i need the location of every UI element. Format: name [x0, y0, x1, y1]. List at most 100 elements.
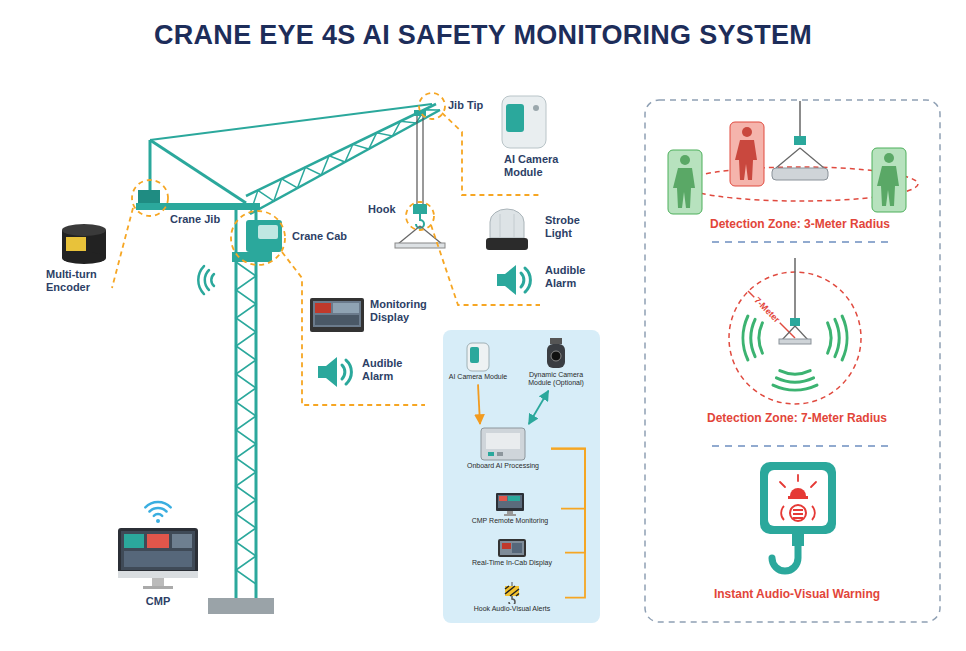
camera-icon	[502, 96, 546, 148]
tower-crane	[150, 140, 246, 203]
node-icon	[486, 433, 520, 449]
warning-hook-icon	[780, 475, 816, 487]
node-icon	[502, 543, 511, 549]
node-icon	[503, 582, 521, 604]
node-icon	[508, 496, 520, 501]
node-icon	[504, 514, 516, 516]
callout-label: AI Camera Module	[504, 153, 572, 178]
node-icon	[545, 338, 567, 370]
camera-icon	[533, 105, 539, 111]
node-icon	[503, 582, 521, 604]
alarm-icon	[346, 360, 351, 384]
display-icon	[313, 301, 361, 327]
alarm-icon	[525, 268, 530, 292]
node-icon	[480, 427, 526, 461]
callout-lines	[112, 93, 540, 405]
computer-icon	[143, 586, 173, 589]
zone-circle	[729, 258, 861, 404]
node-icon	[500, 541, 524, 555]
node-label: AI Camera Module	[449, 373, 507, 381]
tower-crane	[416, 116, 417, 205]
callout-label: CMP	[146, 595, 170, 608]
zone-circle	[795, 326, 808, 340]
warning-hook-icon	[790, 488, 806, 496]
warning-hook-icon	[768, 470, 828, 526]
encoder-icon	[66, 237, 86, 251]
person-safe	[673, 168, 695, 208]
node-icon	[488, 452, 494, 456]
computer-icon	[172, 534, 192, 548]
separator	[712, 241, 888, 243]
zone-circle	[748, 291, 795, 338]
person-safe	[872, 148, 906, 212]
encoder-icon	[62, 252, 106, 264]
output-item: CMP Remote Monitoring	[462, 490, 558, 527]
callout-lines	[132, 180, 168, 216]
alarm-icon	[521, 273, 524, 287]
display-icon	[310, 298, 364, 332]
alarm-icon	[497, 265, 516, 295]
sensor-arc	[759, 323, 762, 353]
node-icon	[512, 543, 522, 553]
computer-icon	[121, 531, 195, 570]
encoder-icon	[62, 224, 106, 264]
wifi-icon	[154, 514, 162, 516]
node-icon	[497, 452, 503, 456]
callout-label: Jib Tip	[448, 99, 483, 112]
node-icon	[467, 343, 489, 371]
computer-icon	[152, 578, 164, 586]
hook-load	[772, 101, 828, 180]
callout-label: Multi-turn Encoder	[46, 268, 110, 293]
sensor-arc	[773, 385, 817, 390]
zone-panel	[645, 100, 940, 622]
node-icon	[551, 351, 561, 361]
callout-lines	[112, 208, 133, 288]
connector-arrow	[551, 449, 585, 553]
output-item: Hook Audio-Visual Alerts	[462, 580, 562, 615]
computer-icon	[124, 551, 192, 567]
alarm-icon	[318, 357, 351, 387]
person-safe	[877, 166, 899, 206]
warning-hook-icon	[793, 509, 803, 511]
callout-label: Audible Alarm	[362, 357, 414, 382]
tower-crane	[136, 203, 260, 210]
node-icon	[507, 511, 513, 514]
node-icon	[499, 496, 507, 501]
signal-arcs	[211, 274, 214, 286]
camera-module: Dynamic Camera Module (Optional)	[518, 336, 594, 390]
callout-label: Hook	[368, 203, 396, 216]
warning-hook-icon	[780, 482, 785, 487]
tower-crane	[398, 226, 420, 244]
node-icon	[505, 586, 519, 596]
sensor-arc	[842, 316, 847, 360]
display-icon	[333, 303, 359, 313]
encoder-icon	[62, 224, 106, 236]
hook-load	[772, 168, 828, 180]
computer-icon	[124, 534, 144, 548]
display-icon	[315, 315, 359, 325]
callout-label: Monitoring Display	[370, 298, 436, 323]
connector-arrow	[551, 449, 585, 598]
signal-arcs	[198, 266, 214, 294]
person-safe	[668, 150, 702, 214]
computer-icon	[118, 528, 198, 589]
warning-hook-icon	[797, 475, 799, 481]
zone-circle	[790, 318, 800, 326]
display-icon	[310, 298, 364, 332]
zone-circle	[779, 339, 811, 344]
tower-crane	[258, 225, 278, 239]
tower-crane	[138, 190, 160, 203]
callout-label: Crane Cab	[292, 230, 347, 243]
warning-hook-icon	[760, 462, 836, 571]
sensor-arc	[835, 319, 839, 356]
signal-arcs	[205, 270, 209, 290]
warning-hook-icon	[811, 482, 816, 487]
alarm-icon	[342, 365, 345, 379]
dimension-label: 7-Meter	[751, 294, 784, 327]
node-icon	[481, 428, 525, 460]
sensor-arc	[780, 371, 810, 374]
strobe-icon	[486, 209, 528, 250]
